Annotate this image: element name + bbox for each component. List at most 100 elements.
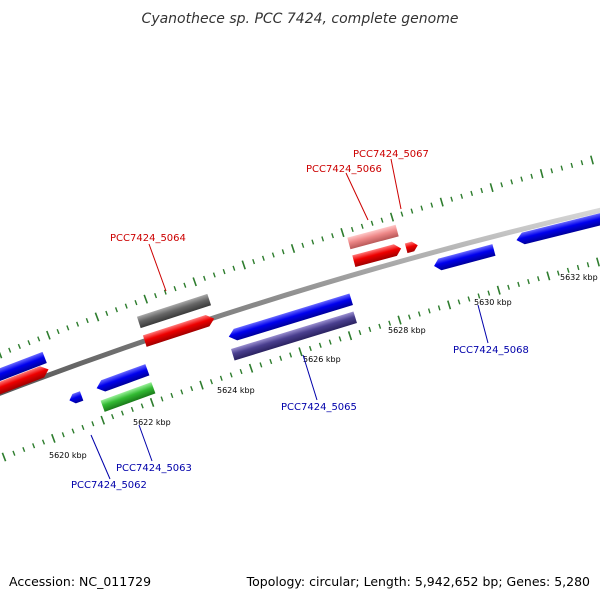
scale-tick xyxy=(489,183,494,193)
scale-tick xyxy=(527,279,530,285)
tick-label: 5620 kbp xyxy=(49,451,87,460)
scale-tick xyxy=(61,432,65,438)
tick-labels: 5620 kbp 5622 kbp 5624 kbp 5626 kbp 5628… xyxy=(49,273,598,460)
scale-tick xyxy=(439,197,444,207)
scale-tick xyxy=(347,331,353,341)
scale-tick xyxy=(380,217,384,223)
gene-forward-left-edge xyxy=(0,366,49,416)
scale-tick xyxy=(154,293,158,299)
gene-5065-purple xyxy=(231,311,357,361)
scale-tick xyxy=(248,363,254,373)
scale-tick xyxy=(301,242,305,248)
accession-text: Accession: NC_011729 xyxy=(9,574,151,589)
scale-tick xyxy=(360,223,364,229)
map-title: Cyanothece sp. PCC 7424, complete genome xyxy=(142,11,459,27)
scale-tick xyxy=(331,233,334,239)
scale-tick xyxy=(180,389,184,395)
scale-tick xyxy=(560,165,564,171)
scale-tick xyxy=(467,296,471,302)
scale-tick xyxy=(539,168,544,179)
scale-tick xyxy=(111,414,115,420)
scale-tick xyxy=(56,328,60,335)
scale-tick xyxy=(94,312,100,322)
upper-tick-ring xyxy=(0,155,594,359)
scale-tick xyxy=(389,212,395,222)
scale-tick xyxy=(408,314,411,320)
scale-tick xyxy=(170,392,174,399)
gene-5063-blue xyxy=(96,364,150,392)
scale-tick xyxy=(566,267,570,273)
scale-tick xyxy=(470,190,474,196)
genome-backbone xyxy=(0,207,600,396)
scale-tick xyxy=(279,355,283,361)
scale-tick xyxy=(81,424,85,431)
leader-line-5062 xyxy=(90,434,111,480)
scale-tick xyxy=(358,329,362,336)
scale-tick xyxy=(259,362,263,368)
scale-tick xyxy=(222,268,226,275)
scale-tick xyxy=(450,196,454,202)
scale-tick xyxy=(130,406,134,413)
gene-5068 xyxy=(434,244,496,271)
scale-tick xyxy=(143,294,149,304)
scale-tick xyxy=(149,397,155,407)
scale-tick xyxy=(134,300,138,306)
gene-5062 xyxy=(69,391,84,404)
scale-tick xyxy=(318,342,322,348)
gene-label-5064: PCC7424_5064 xyxy=(110,233,186,244)
scale-tick xyxy=(430,202,434,208)
scale-tick xyxy=(261,255,265,261)
scale-tick xyxy=(457,299,461,305)
scale-tick xyxy=(378,323,382,329)
scale-tick xyxy=(427,308,431,314)
scale-tick xyxy=(1,452,7,462)
scale-tick xyxy=(417,311,421,317)
scale-tick xyxy=(0,351,3,359)
scale-tick xyxy=(76,321,80,327)
gene-label-5063: PCC7424_5063 xyxy=(116,463,192,474)
scale-tick xyxy=(173,286,177,292)
scale-tick xyxy=(321,236,325,242)
leader-line-5064 xyxy=(148,243,167,292)
scale-tick xyxy=(241,260,246,270)
scale-tick xyxy=(17,343,21,350)
scale-tick xyxy=(46,330,51,340)
gene-labels: PCC7424_5064 PCC7424_5066 PCC7424_5067 P… xyxy=(71,149,529,491)
scale-tick xyxy=(496,285,501,295)
scale-tick xyxy=(520,176,524,182)
scale-tick xyxy=(71,428,75,434)
scale-tick xyxy=(370,220,374,226)
scale-tick xyxy=(209,379,213,385)
gene-5063-green xyxy=(100,382,156,412)
scale-tick xyxy=(311,239,315,245)
scale-tick xyxy=(163,289,167,295)
scale-tick xyxy=(232,265,236,271)
scale-tick xyxy=(550,168,554,174)
scale-tick xyxy=(252,258,256,265)
scale-tick xyxy=(160,396,164,402)
scale-tick xyxy=(596,257,600,267)
scale-tick xyxy=(500,182,504,188)
scale-tick xyxy=(219,375,223,381)
gene-5065-blue xyxy=(228,293,353,341)
scale-tick xyxy=(66,325,70,331)
scale-tick xyxy=(546,271,551,281)
gene-small-red xyxy=(404,241,418,254)
gene-label-5067: PCC7424_5067 xyxy=(353,149,429,160)
scale-tick xyxy=(271,252,275,258)
scale-tick xyxy=(537,276,540,282)
scale-tick xyxy=(203,275,206,281)
scale-tick xyxy=(183,282,187,288)
scale-tick xyxy=(580,160,584,166)
gene-reverse-left-edge xyxy=(0,351,47,394)
scale-tick xyxy=(22,446,26,453)
scale-tick xyxy=(437,305,441,311)
tick-label: 5632 kbp xyxy=(560,273,598,282)
scale-tick xyxy=(410,208,414,214)
scale-tick xyxy=(590,155,594,165)
scale-tick xyxy=(281,249,285,255)
scale-tick xyxy=(340,228,345,238)
scale-tick xyxy=(32,443,36,449)
gene-5066 xyxy=(352,244,402,268)
